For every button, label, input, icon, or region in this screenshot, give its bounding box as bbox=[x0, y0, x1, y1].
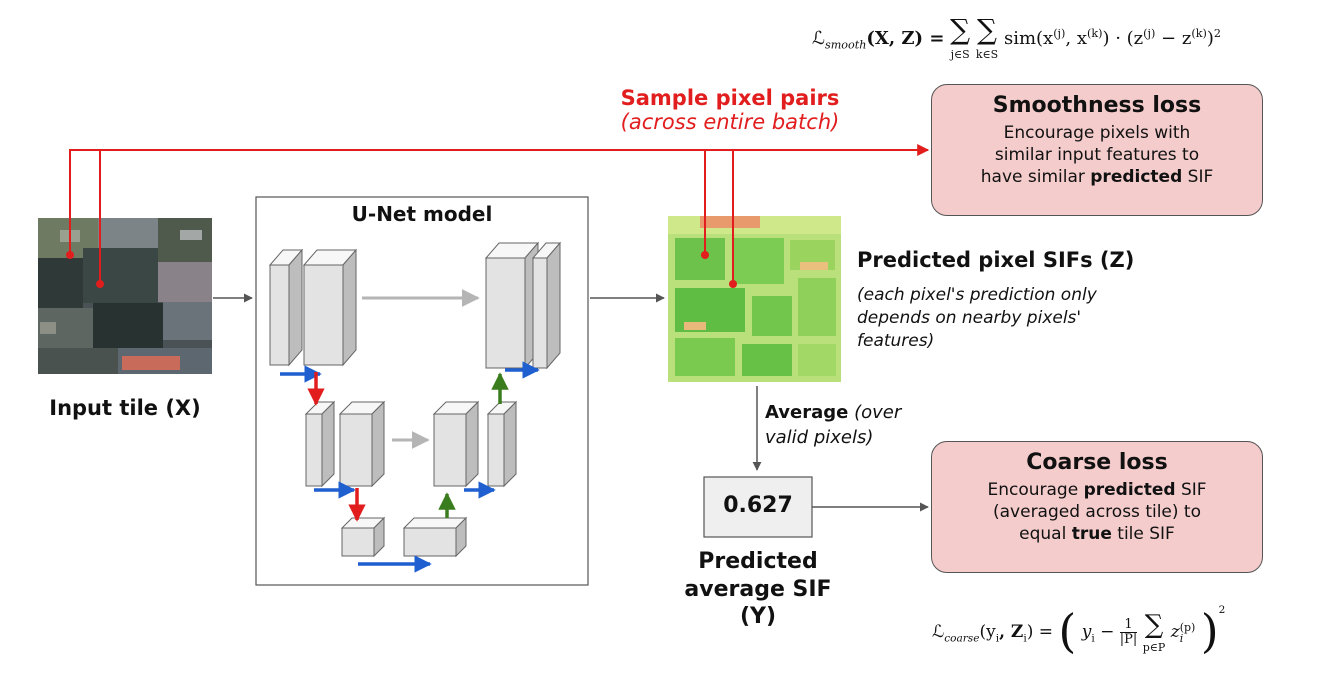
coarse-loss-line1c: SIF bbox=[1175, 480, 1207, 500]
smooth-sup-k: (k) bbox=[1086, 27, 1103, 40]
coarse-frac-num: 1 bbox=[1119, 617, 1138, 633]
sample-point-pred-1 bbox=[701, 251, 709, 259]
smooth-sup-j: (j) bbox=[1053, 27, 1066, 40]
smoothness-loss-title: Smoothness loss bbox=[992, 93, 1202, 118]
coarse-formula: ℒcoarse(yi, Zi) = ( yi − 1 |P| ∑ p∈P z(p… bbox=[932, 604, 1225, 658]
coarse-lhs-args-sub2: i bbox=[1023, 632, 1027, 645]
coarse-power: 2 bbox=[1218, 604, 1226, 616]
smooth-sum-2: ∑ bbox=[977, 13, 998, 46]
predicted-average-line3: (Y) bbox=[739, 604, 777, 629]
sample-point-pred-2 bbox=[729, 280, 737, 288]
smoothness-loss-box: Smoothness loss Encourage pixels with si… bbox=[931, 84, 1263, 216]
predicted-value: 0.627 bbox=[723, 493, 793, 518]
unet-block-l2a bbox=[304, 400, 336, 488]
predicted-average-line1: Predicted bbox=[698, 549, 818, 574]
smooth-lhs-sub: smooth bbox=[824, 38, 867, 52]
unet-block-r2b bbox=[486, 400, 518, 488]
unet-blocks bbox=[268, 241, 562, 558]
coarse-lhs-args-b: , Z bbox=[999, 622, 1024, 642]
sample-pixel-pairs-label: Sample pixel pairs (across entire batch) bbox=[560, 86, 900, 134]
input-tile-image bbox=[38, 218, 212, 374]
unet-block-b2 bbox=[402, 516, 468, 558]
smooth-sup-j2: (j) bbox=[1143, 27, 1156, 40]
sample-pixel-pairs-title: Sample pixel pairs bbox=[620, 86, 840, 110]
coarse-loss-line2: (averaged across tile) to bbox=[993, 502, 1201, 523]
coarse-loss-line1a: Encourage bbox=[987, 480, 1084, 500]
smooth-body: sim(x bbox=[1003, 28, 1054, 49]
coarse-loss-title: Coarse loss bbox=[1026, 450, 1168, 475]
average-italic-2: valid pixels) bbox=[765, 427, 874, 449]
unet-block-b1 bbox=[340, 516, 386, 558]
average-italic-1: (over bbox=[854, 402, 902, 423]
smooth-sup-k2: (k) bbox=[1191, 27, 1207, 40]
coarse-sum: ∑ bbox=[1144, 610, 1164, 640]
smooth-body-tail: ) · (z bbox=[1102, 28, 1144, 49]
smooth-sum-1: ∑ bbox=[950, 13, 971, 46]
predicted-pixels-note-2: depends on nearby pixels' bbox=[857, 307, 1082, 328]
coarse-lhs-args-a: (y bbox=[979, 622, 996, 642]
sample-point-input-1 bbox=[66, 251, 74, 259]
average-label: Average (over valid pixels) bbox=[765, 400, 901, 450]
smooth-body-mid: , x bbox=[1065, 28, 1087, 49]
coarse-loss-box: Coarse loss Encourage predicted SIF (ave… bbox=[931, 441, 1263, 573]
smoothness-loss-line3b: predicted bbox=[1090, 167, 1183, 188]
coarse-lhs-args-c: ) = bbox=[1026, 622, 1053, 642]
unet-block-l1b bbox=[302, 248, 358, 367]
coarse-z-sub: i bbox=[1179, 631, 1184, 645]
smooth-lhs-args: (X, Z) = bbox=[866, 28, 945, 49]
coarse-close-paren: ) bbox=[1200, 604, 1219, 658]
predicted-sif-map bbox=[668, 216, 841, 382]
unet-block-r1b bbox=[531, 241, 562, 370]
smooth-lhs-symbol: ℒ bbox=[812, 28, 825, 49]
smooth-power: 2 bbox=[1213, 27, 1221, 40]
predicted-average-label: Predicted average SIF (Y) bbox=[660, 548, 856, 631]
unet-up-arrows bbox=[438, 372, 509, 518]
unet-down-arrows bbox=[307, 372, 366, 522]
predicted-average-line2: average SIF bbox=[684, 576, 832, 602]
coarse-loss-line3a: equal bbox=[1019, 524, 1072, 545]
smoothness-loss-line1: Encourage pixels with bbox=[1003, 123, 1191, 143]
coarse-sum-sub: p∈P bbox=[1142, 641, 1166, 654]
coarse-z-sup: (p) bbox=[1179, 620, 1196, 634]
unet-block-l2b bbox=[338, 400, 386, 488]
predicted-value-box bbox=[703, 476, 813, 538]
coarse-loss-line3c: tile SIF bbox=[1111, 524, 1175, 545]
smooth-body-end: ) bbox=[1206, 28, 1214, 49]
coarse-z: z bbox=[1170, 622, 1180, 642]
coarse-open-paren: ( bbox=[1058, 604, 1077, 658]
predicted-pixels-note: (each pixel's prediction only depends on… bbox=[857, 284, 1097, 353]
sample-pixel-pairs-subtitle: (across entire batch) bbox=[620, 110, 840, 135]
unet-block-r2a bbox=[432, 400, 480, 488]
predicted-pixels-note-1: (each pixel's prediction only bbox=[857, 285, 1097, 305]
smoothness-loss-line3a: have similar bbox=[980, 167, 1091, 188]
coarse-frac-den: |P| bbox=[1119, 632, 1138, 647]
coarse-lhs-sub: coarse bbox=[944, 632, 980, 645]
coarse-lhs-args-sub: i bbox=[995, 632, 1000, 645]
smoothness-formula: ℒsmooth(X, Z) = ∑ j∈S ∑ k∈S sim(x(j), x(… bbox=[812, 16, 1221, 62]
smooth-sum-sub-1: j∈S bbox=[950, 48, 970, 61]
unet-block-r1a bbox=[484, 241, 540, 370]
sample-line-1 bbox=[69, 144, 930, 255]
average-bold: Average bbox=[765, 402, 849, 423]
coarse-minus: − bbox=[1100, 622, 1115, 642]
coarse-loss-line1b: predicted bbox=[1083, 480, 1176, 500]
coarse-y: y bbox=[1081, 622, 1092, 642]
unet-title: U-Net model bbox=[351, 202, 493, 226]
smoothness-loss-line3c: SIF bbox=[1182, 167, 1214, 188]
coarse-y-sub: i bbox=[1091, 632, 1095, 645]
sampling-lines bbox=[69, 144, 930, 284]
unet-conv-arrows bbox=[280, 361, 540, 573]
smooth-body-minus: − z bbox=[1155, 28, 1192, 49]
coarse-loss-line3b: true bbox=[1071, 524, 1112, 545]
smooth-sum-sub-2: k∈S bbox=[975, 48, 999, 61]
predicted-pixels-note-3: features) bbox=[857, 330, 935, 351]
sample-point-input-2 bbox=[96, 280, 104, 288]
unet-block-l1a bbox=[268, 248, 304, 367]
input-tile-label: Input tile (X) bbox=[49, 396, 201, 420]
smoothness-loss-line2: similar input features to bbox=[994, 145, 1200, 166]
predicted-pixels-title: Predicted pixel SIFs (Z) bbox=[857, 248, 1135, 272]
coarse-lhs-symbol: ℒ bbox=[932, 622, 945, 642]
